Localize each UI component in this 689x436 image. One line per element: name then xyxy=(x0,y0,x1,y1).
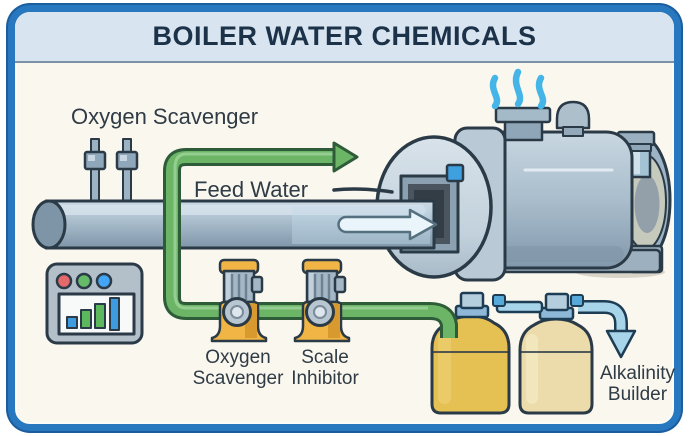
end-cap-hub xyxy=(634,175,660,233)
blue-arrow-down-icon xyxy=(605,329,637,359)
tank1-cap xyxy=(459,291,485,310)
page-title: BOILER WATER CHEMICALS xyxy=(152,21,537,51)
label-pump-oxygen-scavenger: Oxygen Scavenger xyxy=(182,347,294,389)
label-pump-scale-inhibitor: Scale Inhibitor xyxy=(280,347,370,389)
boiler xyxy=(375,68,672,282)
pipe-end-cap xyxy=(31,199,67,250)
controller-panel xyxy=(45,262,144,345)
injection-quills xyxy=(83,138,139,207)
sensor-block xyxy=(445,163,465,183)
header-band: BOILER WATER CHEMICALS xyxy=(15,12,674,63)
label-line: Scavenger xyxy=(192,368,284,389)
label-injection-point: Oxygen Scavenger xyxy=(71,104,259,129)
chimney-vent xyxy=(494,106,552,142)
tank1-highlight xyxy=(438,332,451,404)
feed-water-pipe xyxy=(31,199,438,250)
quill-2 xyxy=(115,138,139,207)
label-line: Builder xyxy=(607,384,668,405)
green-arrow-right-icon xyxy=(332,141,359,173)
label-line: Oxygen xyxy=(205,347,271,368)
label-feed-water: Feed Water xyxy=(194,177,309,202)
label-line: Scale xyxy=(301,347,349,368)
label-line: Alkalinity xyxy=(600,363,675,384)
tank-transfer-tube xyxy=(492,294,544,314)
alkalinity-outlet-tube xyxy=(570,294,637,359)
steam-icon xyxy=(489,68,547,110)
chemical-tank-2 xyxy=(518,292,594,415)
label-alkalinity-builder: Alkalinity Builder xyxy=(590,363,685,405)
quill-1 xyxy=(83,138,107,207)
dosing-pump-scale-inhibitor xyxy=(293,258,351,343)
dosing-line xyxy=(163,141,458,338)
pipe-highlight xyxy=(54,205,426,215)
dome-valve xyxy=(555,100,591,137)
label-line: Inhibitor xyxy=(291,368,359,389)
dosing-pump-oxygen-scavenger xyxy=(210,258,268,343)
tank2-cap xyxy=(544,292,570,312)
chemical-tank-1 xyxy=(430,291,511,415)
tank2-highlight xyxy=(526,334,538,404)
bar-chart-icon xyxy=(66,297,120,331)
flow-arrow-right-icon xyxy=(337,208,438,241)
feed-water-pointer xyxy=(332,187,394,194)
status-dots-icon xyxy=(55,272,113,290)
